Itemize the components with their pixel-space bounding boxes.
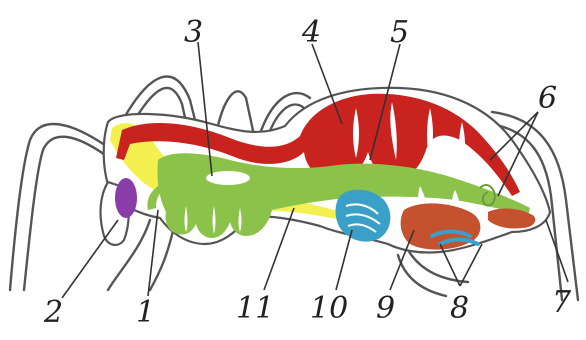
label-4: 4 bbox=[301, 15, 321, 50]
leg-lower-3 bbox=[408, 250, 468, 282]
label-6: 6 bbox=[538, 81, 557, 116]
label-3: 3 bbox=[184, 15, 203, 50]
label-10: 10 bbox=[310, 291, 348, 326]
gut-loop bbox=[206, 171, 250, 185]
label-5: 5 bbox=[390, 15, 409, 50]
leg-lower-2 bbox=[150, 222, 175, 290]
label-8: 8 bbox=[450, 291, 469, 326]
label-9: 9 bbox=[376, 291, 395, 326]
label-11: 11 bbox=[236, 291, 274, 326]
label-2: 2 bbox=[43, 295, 63, 330]
label-7: 7 bbox=[552, 285, 572, 320]
leg-front-left-inner bbox=[24, 137, 112, 290]
poison-gland bbox=[115, 178, 137, 218]
label-1: 1 bbox=[136, 295, 155, 330]
